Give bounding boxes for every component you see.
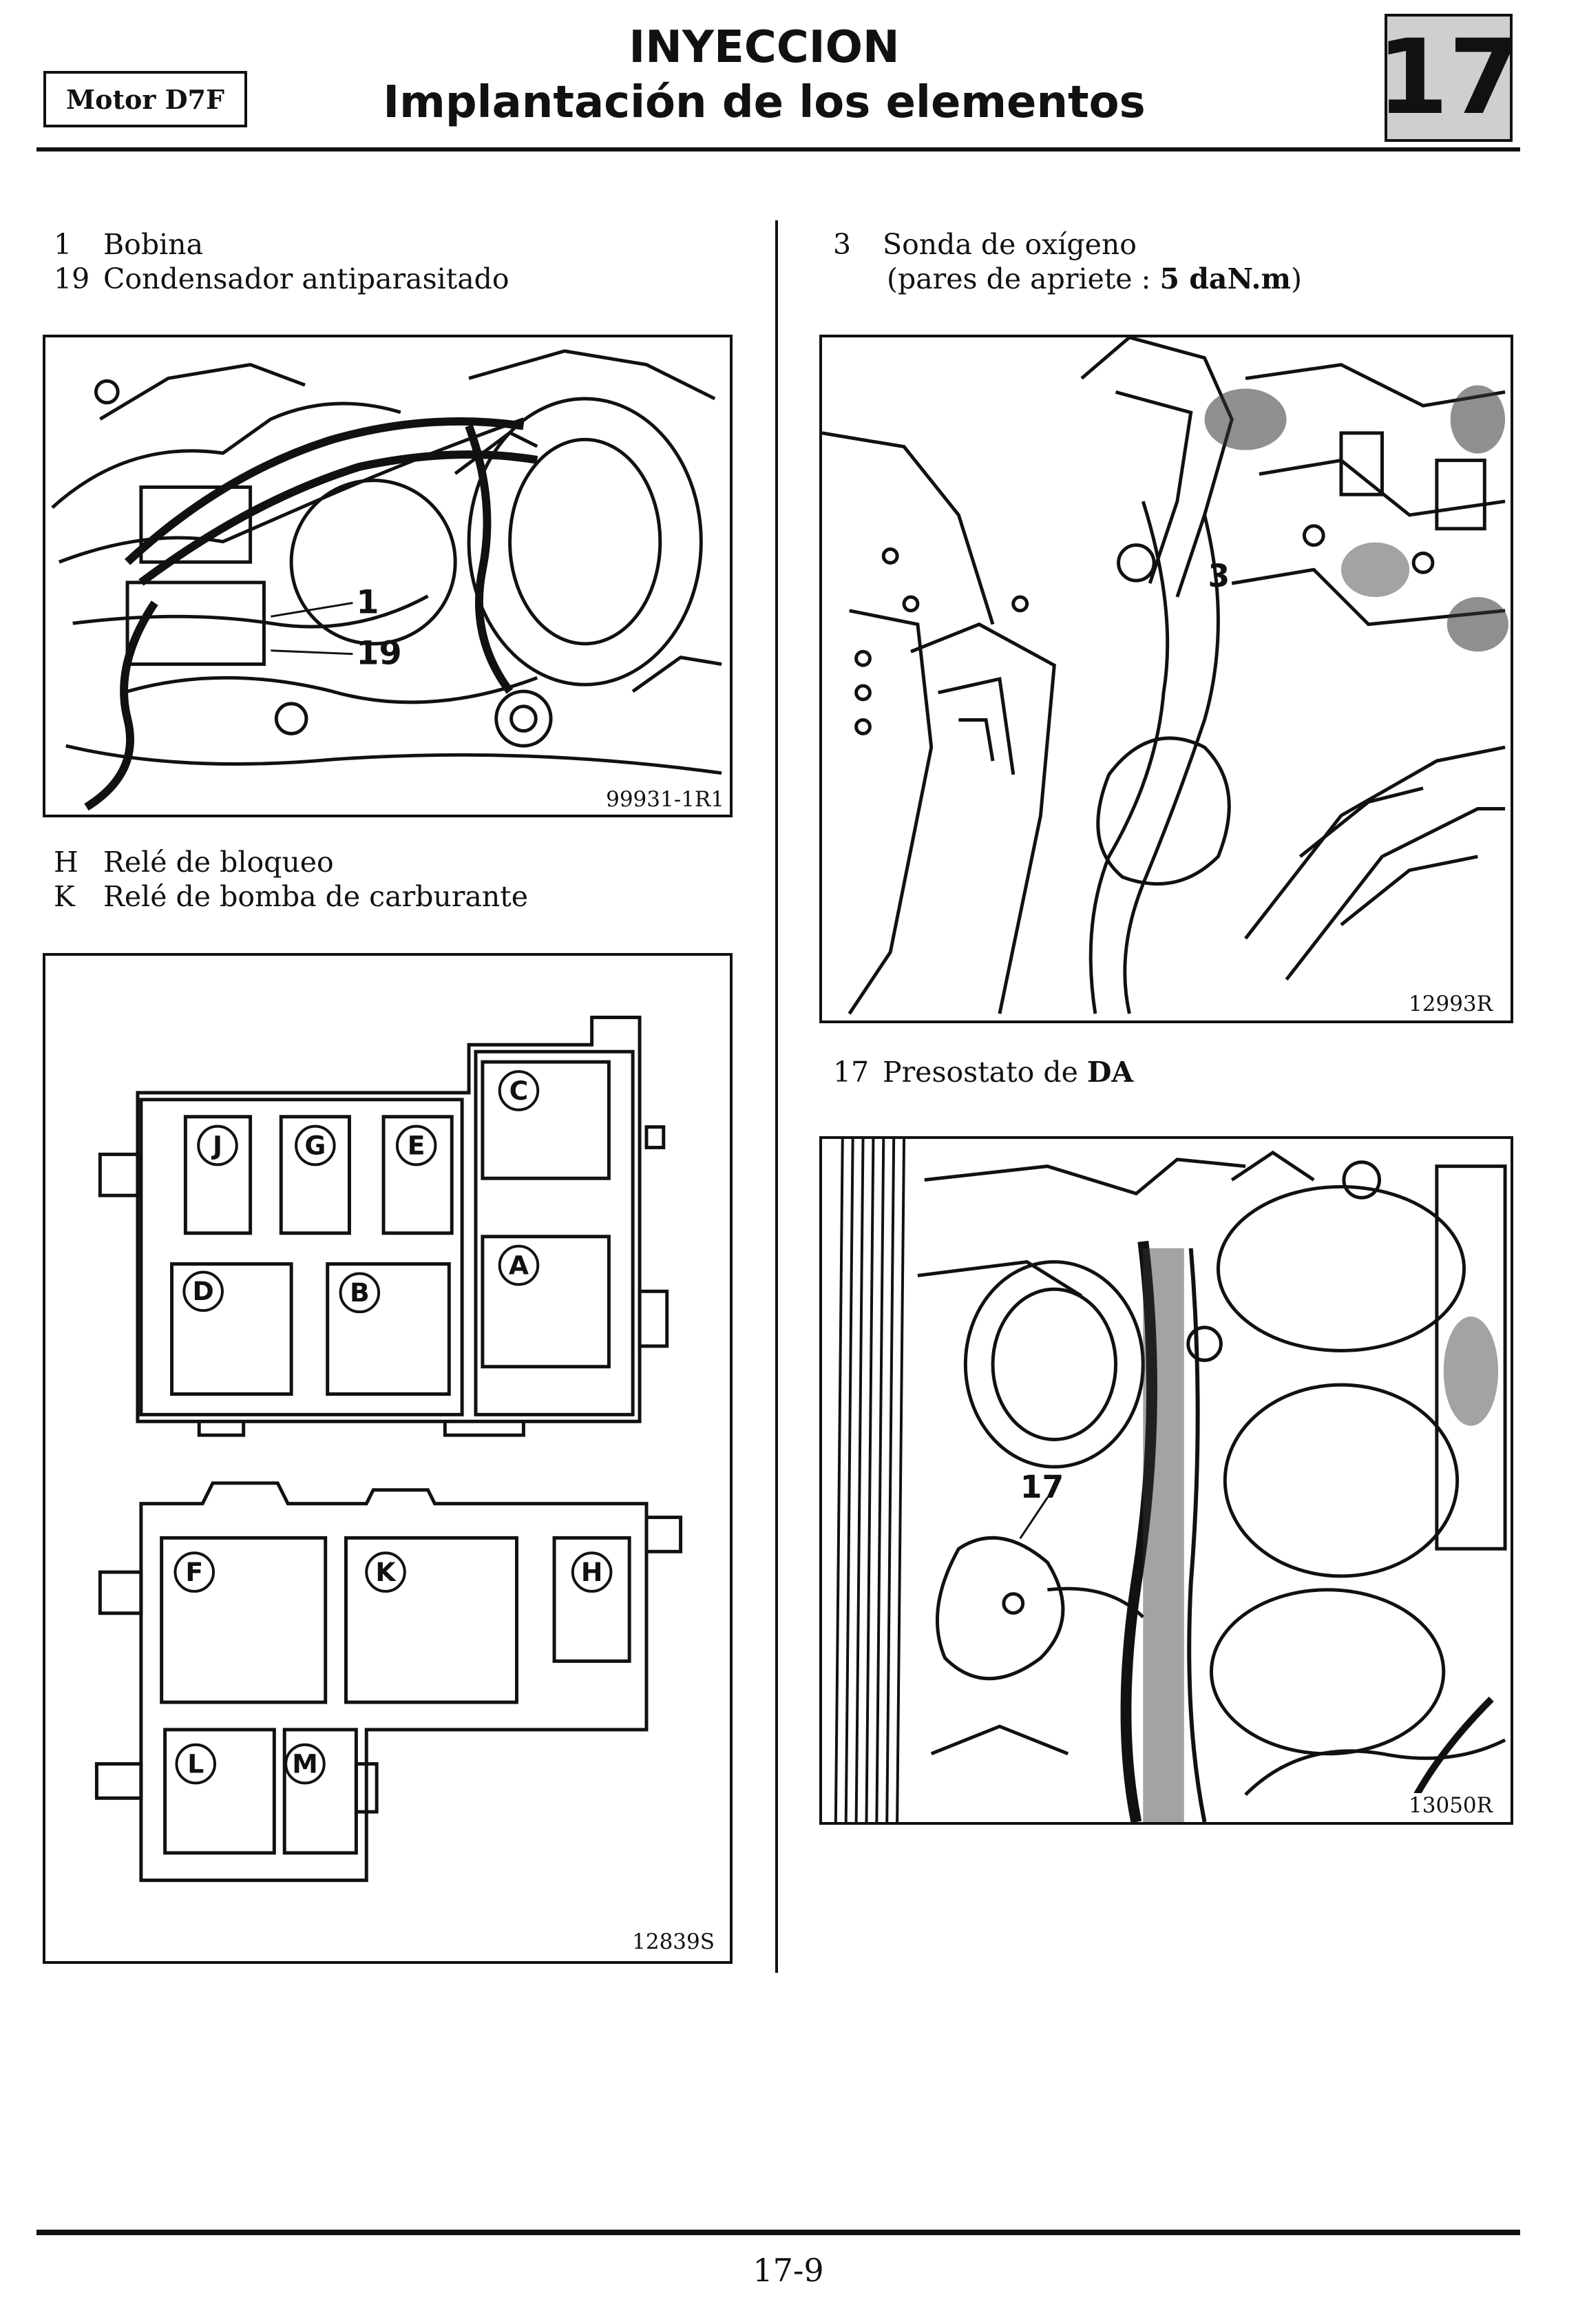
relay-label-g: G <box>304 1130 326 1160</box>
chapter-number-box: 17 <box>1377 14 1520 142</box>
relay-label-a: A <box>509 1250 529 1280</box>
engine-label-box: Motor D7F <box>43 71 247 127</box>
footer-rule <box>36 2230 1520 2235</box>
page-title: Implantación de los elementos <box>383 77 1146 128</box>
section-title: INYECCION <box>629 22 900 73</box>
relay-label-e: E <box>408 1130 425 1160</box>
figure2-reference: 12839S <box>629 1929 717 1954</box>
chapter-number: 17 <box>1376 18 1521 138</box>
figure1-callout-19: 19 <box>356 635 401 673</box>
figure3-reference: 12993R <box>1406 992 1495 1016</box>
column-divider <box>775 220 778 1973</box>
engine-label: Motor D7F <box>66 83 224 115</box>
coil-engine-drawing: 1 19 <box>51 349 722 811</box>
relay-label-c: C <box>509 1076 529 1106</box>
figure1-callout-1: 1 <box>356 583 379 621</box>
relay-label-k: K <box>375 1557 397 1587</box>
engine-bay-drawing: 17 <box>834 1139 1507 1822</box>
relay-label-h: H <box>581 1557 603 1587</box>
figure-oxygen-sensor-illustration: 3 12993R <box>819 335 1513 1023</box>
exhaust-drawing: 3 <box>822 337 1509 1015</box>
relay-box-drawing: J G E C D B A F K H L M <box>94 1016 683 1883</box>
figure-relay-box-diagram: J G E C D B A F K H L M 12839S <box>43 953 733 1964</box>
page-number: 17-9 <box>753 2252 824 2289</box>
header-rule <box>36 147 1520 151</box>
relay-label-m: M <box>292 1748 318 1779</box>
relay-label-f: F <box>185 1557 203 1587</box>
relay-label-d: D <box>193 1276 214 1306</box>
figure3-callout-3: 3 <box>1208 558 1230 594</box>
torque-note: (pares de apriete : 5 daN.m) <box>887 262 1302 295</box>
relay-label-j: J <box>211 1130 222 1160</box>
figure4-reference: 13050R <box>1406 1793 1495 1818</box>
figure-coil-illustration: 1 19 99931-1R1 <box>43 335 733 817</box>
figure-ac-pressure-switch-illustration: 17 13050R <box>819 1136 1513 1825</box>
figure4-callout-17: 17 <box>1020 1469 1064 1505</box>
figure1-reference: 99931-1R1 <box>603 787 727 812</box>
torque-value: 5 daN.m <box>1159 262 1291 295</box>
relay-label-l: L <box>187 1748 204 1779</box>
relay-label-b: B <box>350 1277 370 1308</box>
